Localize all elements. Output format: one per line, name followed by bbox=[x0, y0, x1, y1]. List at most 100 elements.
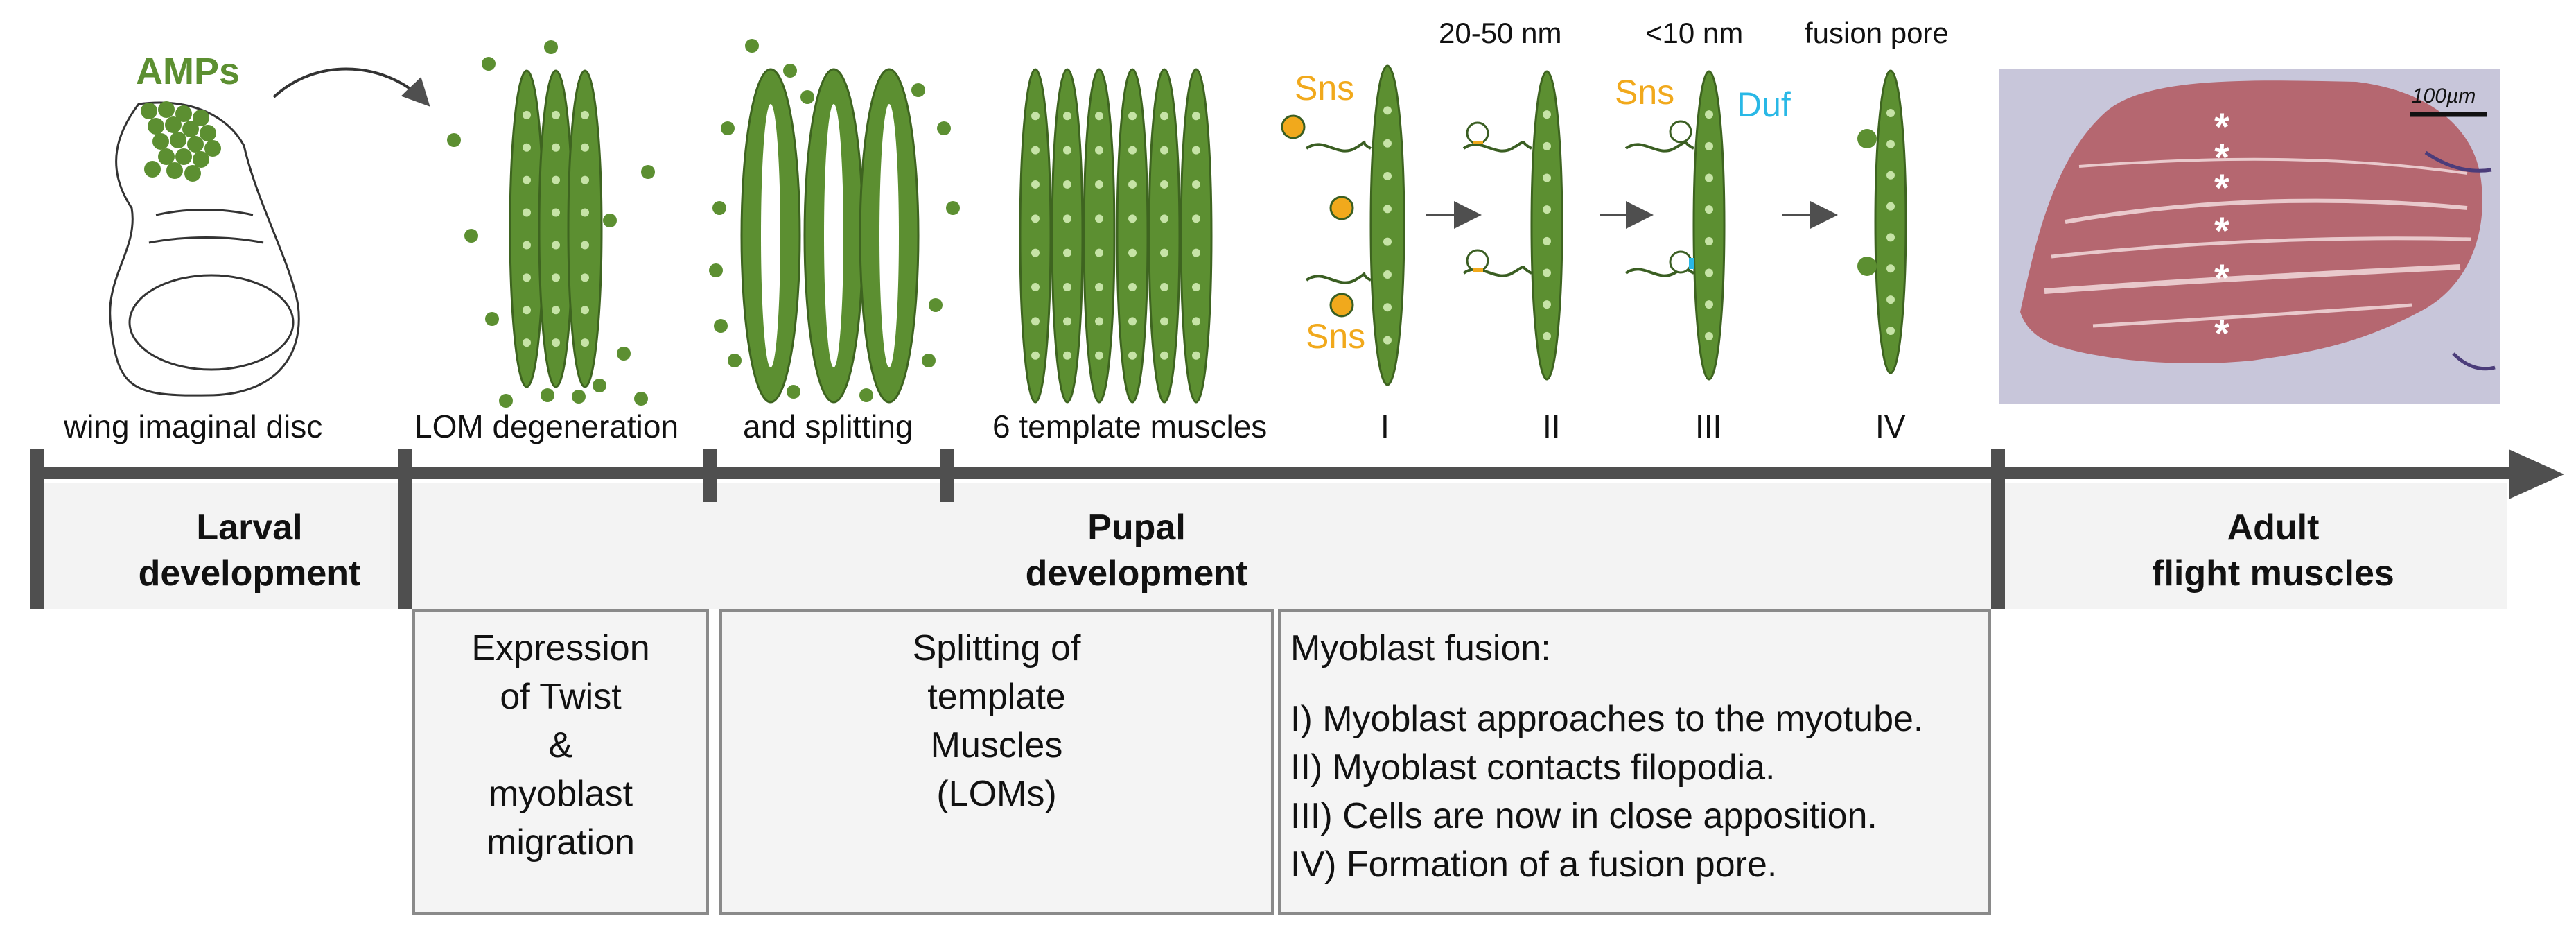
label-step-1: I bbox=[1381, 408, 1390, 444]
amp-cell bbox=[182, 121, 199, 137]
phase-pupal-line-1: Pupal bbox=[1087, 508, 1186, 548]
nucleus bbox=[1031, 317, 1040, 326]
amp-cell bbox=[709, 263, 723, 277]
phase-larval: Larval development bbox=[132, 505, 367, 596]
sns-myoblast bbox=[1329, 293, 1354, 318]
star-2: * bbox=[2214, 135, 2229, 179]
nucleus bbox=[1063, 214, 1071, 223]
nucleus bbox=[523, 338, 531, 347]
nucleus bbox=[552, 338, 560, 347]
nucleus bbox=[1543, 268, 1551, 277]
fusion-step-4: IV) Formation of a fusion pore. bbox=[1290, 845, 1778, 885]
amp-cell bbox=[482, 57, 496, 71]
label-step-2: II bbox=[1543, 408, 1561, 444]
nucleus bbox=[1160, 112, 1168, 121]
lom-amps bbox=[447, 40, 655, 408]
nucleus bbox=[1128, 146, 1137, 155]
fused-myoblast bbox=[1857, 257, 1877, 276]
nucleus bbox=[1705, 141, 1713, 150]
twist-line-5: migration bbox=[487, 822, 635, 863]
amp-cell bbox=[714, 319, 728, 333]
phase-adult-line-2: flight muscles bbox=[2152, 553, 2394, 594]
muscle-fiber bbox=[1692, 70, 1726, 381]
amp-cell bbox=[175, 148, 192, 165]
nucleus bbox=[1192, 180, 1200, 189]
fused-myoblast bbox=[1857, 129, 1877, 148]
nucleus bbox=[1383, 172, 1392, 181]
nucleus bbox=[1160, 180, 1168, 189]
nucleus bbox=[581, 208, 589, 217]
nucleus bbox=[1192, 283, 1200, 292]
nucleus bbox=[1031, 283, 1040, 292]
amp-cell bbox=[152, 133, 169, 150]
amp-cell bbox=[859, 388, 873, 402]
label-lom-degeneration: LOM degeneration bbox=[414, 408, 679, 444]
fusion-step-1: I) Myoblast approaches to the myotube. bbox=[1290, 699, 1924, 739]
label-step-3: III bbox=[1695, 408, 1722, 444]
nucleus bbox=[1031, 248, 1040, 257]
splitting-line-3: Muscles bbox=[930, 725, 1063, 765]
amp-cell bbox=[946, 201, 960, 215]
nucleus bbox=[1886, 326, 1895, 335]
amp-cell bbox=[745, 39, 759, 53]
nucleus bbox=[1705, 173, 1713, 182]
nucleus bbox=[581, 338, 589, 347]
muscle-fiber bbox=[1051, 68, 1084, 404]
nucleus bbox=[1192, 214, 1200, 223]
nucleus bbox=[1543, 173, 1551, 182]
nucleus bbox=[1128, 317, 1137, 326]
amp-cell bbox=[499, 394, 513, 408]
phase-adult-line-1: Adult bbox=[2227, 508, 2320, 548]
amp-cell bbox=[800, 90, 814, 104]
amp-cell bbox=[617, 347, 631, 361]
nucleus bbox=[1543, 236, 1551, 245]
sns-myoblast bbox=[1281, 114, 1306, 139]
amp-cell bbox=[593, 379, 606, 392]
amp-cell bbox=[184, 165, 201, 182]
nucleus bbox=[552, 208, 560, 217]
nucleus bbox=[1543, 110, 1551, 119]
amp-cell bbox=[544, 40, 558, 54]
fusion-step-3: III) Cells are now in close apposition. bbox=[1290, 796, 1877, 836]
nucleus bbox=[1095, 283, 1103, 292]
label-wing-disc: wing imaginal disc bbox=[64, 408, 323, 444]
nucleus bbox=[1543, 205, 1551, 214]
sns-label-bottom: Sns bbox=[1306, 317, 1366, 356]
nucleus bbox=[1160, 248, 1168, 257]
nucleus bbox=[523, 110, 531, 119]
box-fusion bbox=[1278, 609, 1991, 915]
splitting-gap bbox=[879, 104, 899, 367]
amp-cell bbox=[783, 64, 797, 78]
nucleus bbox=[581, 143, 589, 152]
migration-arrow bbox=[272, 67, 430, 107]
nucleus bbox=[523, 175, 531, 184]
myoblast-outline bbox=[1466, 121, 1489, 145]
nucleus bbox=[1031, 180, 1040, 189]
box-twist-text: Expression of Twist & myoblast migration bbox=[415, 624, 706, 867]
nucleus bbox=[1383, 106, 1392, 115]
nucleus bbox=[1192, 112, 1200, 121]
nucleus bbox=[1705, 110, 1713, 119]
muscle-fiber bbox=[1369, 64, 1405, 386]
duf-label: Duf bbox=[1737, 85, 1791, 124]
nucleus bbox=[1383, 139, 1392, 148]
fusion-steps bbox=[1281, 64, 1907, 386]
nucleus bbox=[1383, 205, 1392, 214]
nucleus bbox=[1192, 351, 1200, 360]
nucleus bbox=[523, 143, 531, 152]
nucleus bbox=[1160, 146, 1168, 155]
nucleus bbox=[1886, 295, 1895, 304]
twist-line-4: myoblast bbox=[488, 774, 633, 814]
phase-adult: Adult flight muscles bbox=[2107, 505, 2439, 596]
muscle-fiber bbox=[1116, 68, 1149, 404]
label-distance-step-2: 20-50 nm bbox=[1439, 17, 1562, 49]
amp-cell bbox=[721, 121, 735, 135]
star-4: * bbox=[2214, 209, 2229, 252]
splitting-line-2: template bbox=[927, 677, 1066, 717]
nucleus bbox=[1543, 331, 1551, 340]
nucleus bbox=[581, 241, 589, 250]
nucleus bbox=[1543, 300, 1551, 309]
muscle-fiber bbox=[1180, 68, 1213, 404]
wing-imaginal-disc bbox=[109, 101, 300, 397]
